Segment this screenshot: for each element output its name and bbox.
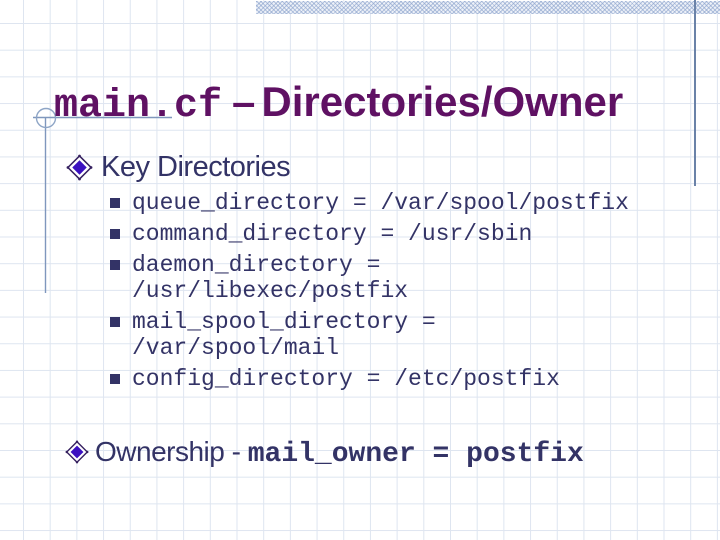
- list-item: mail_spool_directory = /var/spool/mail: [110, 309, 658, 361]
- directory-setting: config_directory = /etc/postfix: [132, 366, 560, 392]
- right-accent-rule: [694, 0, 696, 186]
- square-bullet-icon: [110, 260, 120, 270]
- top-hatch-band: [256, 1, 720, 14]
- slide-title-text: Directories/Owner: [261, 78, 624, 126]
- key-directories-list: queue_directory = /var/spool/postfix com…: [110, 190, 658, 397]
- ownership-line: Ownership - mail_owner = postfix: [65, 436, 584, 470]
- list-item: config_directory = /etc/postfix: [110, 366, 658, 392]
- key-directories-heading: Key Directories: [66, 151, 291, 183]
- slide-title-separator: –: [232, 78, 256, 126]
- square-bullet-icon: [110, 198, 120, 208]
- square-bullet-icon: [110, 317, 120, 327]
- square-bullet-icon: [110, 229, 120, 239]
- slide-title: main.cf–Directories/Owner: [54, 81, 623, 127]
- square-bullet-icon: [110, 374, 120, 384]
- list-item: queue_directory = /var/spool/postfix: [110, 190, 658, 216]
- key-directories-label: Key Directories: [101, 151, 291, 183]
- ownership-label: Ownership -: [95, 436, 248, 467]
- list-item: daemon_directory = /usr/libexec/postfix: [110, 252, 658, 304]
- directory-setting: command_directory = /usr/sbin: [132, 221, 533, 247]
- slide-title-code: main.cf: [54, 84, 223, 130]
- ownership-setting: mail_owner = postfix: [247, 439, 584, 470]
- directory-setting: queue_directory = /var/spool/postfix: [132, 190, 629, 216]
- diamond-bullet-icon: [65, 440, 89, 464]
- directory-setting: mail_spool_directory = /var/spool/mail: [132, 309, 436, 361]
- diamond-bullet-icon: [66, 154, 93, 180]
- list-item: command_directory = /usr/sbin: [110, 221, 658, 247]
- directory-setting: daemon_directory = /usr/libexec/postfix: [132, 252, 409, 304]
